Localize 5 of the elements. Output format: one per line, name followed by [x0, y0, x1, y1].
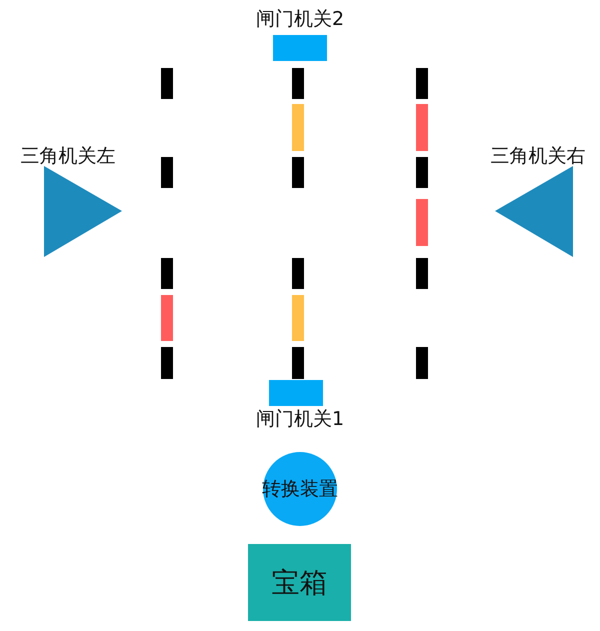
switch-label: 三角机关左 — [20, 145, 116, 167]
chest-box: 宝箱 — [248, 544, 351, 621]
gate-label: 闸门机关2 — [254, 8, 346, 30]
gate-label: 闸门机关1 — [254, 408, 346, 430]
switch-label: 三角机关右 — [490, 145, 586, 167]
